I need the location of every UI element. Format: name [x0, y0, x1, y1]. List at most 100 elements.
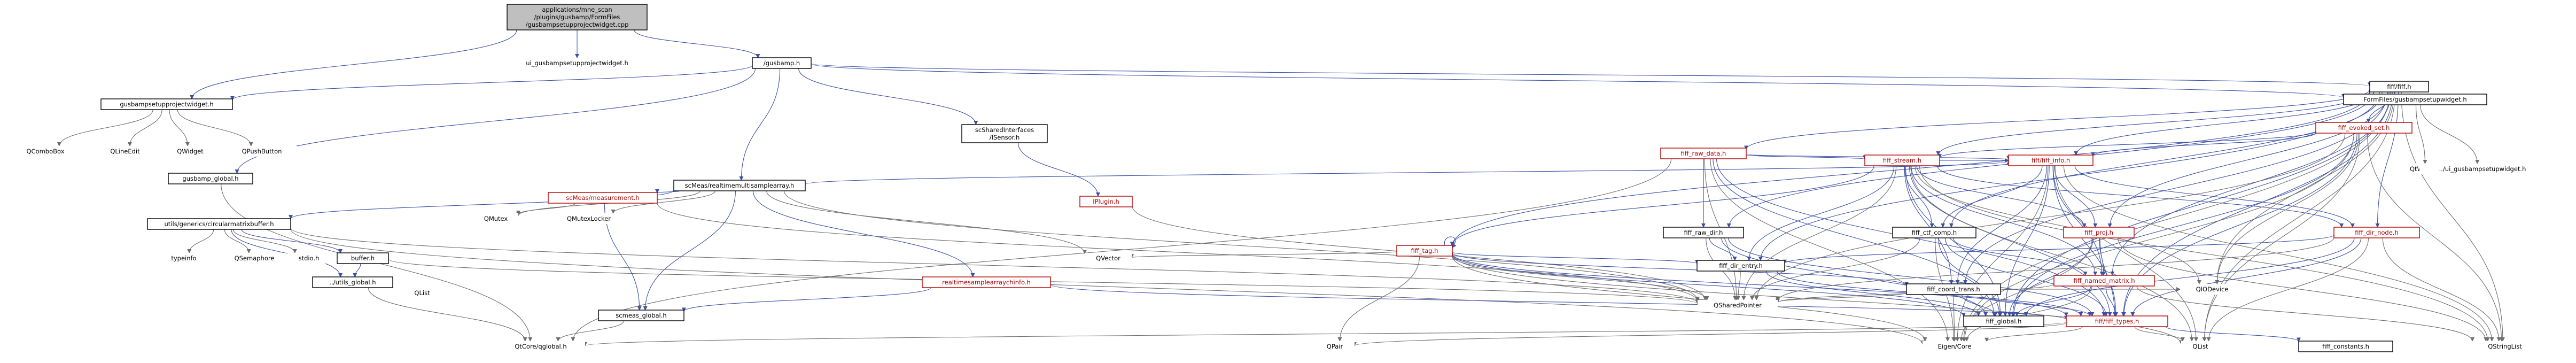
node-label: QPushButton: [242, 148, 282, 155]
node-fiff-ctf-comp-h[interactable]: fiff_ctf_comp.h: [1892, 227, 1976, 238]
node-iplugin-h[interactable]: IPlugin.h: [1079, 196, 1133, 207]
node-qpushbutton[interactable]: QPushButton: [227, 146, 297, 157]
node-measurement-h[interactable]: scMeas/measurement.h: [548, 192, 658, 204]
node-qsharedpointer[interactable]: QSharedPointer: [1698, 300, 1778, 311]
node-label: QPair: [1327, 343, 1343, 350]
edge-fiff-dir-node-h-to-qstringlist: [2382, 237, 2501, 342]
node-qcombobox[interactable]: QComboBox: [14, 146, 77, 157]
edge-fiff-stream-h-to-fiff-dir-node-h: [1937, 165, 2344, 228]
node-qstringlist[interactable]: QStringList: [2469, 341, 2541, 352]
node-box: [598, 310, 684, 321]
edge-fiff-raw-data-h-to-fiff-stream-h: [1746, 155, 1867, 160]
node-box: [2343, 94, 2487, 105]
node-buffer-h[interactable]: buffer.h: [337, 252, 389, 264]
node-box: [752, 57, 812, 69]
node-qmutexlocker[interactable]: QMutexLocker: [552, 213, 625, 224]
node-qlist[interactable]: QList: [2181, 341, 2220, 352]
node-fiff-named-matrix-h[interactable]: fiff_named_matrix.h: [2053, 275, 2155, 287]
edge-fiff-types-h-to-qpair: [1352, 322, 2067, 346]
node-formfiles-setup-h[interactable]: FormFiles/gusbampsetupwidget.h: [2343, 94, 2487, 105]
node-qvector[interactable]: QVector: [1085, 253, 1132, 264]
node-fiff-types-h[interactable]: fiff/fiff_types.h: [2066, 315, 2168, 327]
node-label: QVector: [1096, 254, 1120, 262]
node-qmutex[interactable]: QMutex: [473, 213, 518, 224]
node-label: fiff/fiff.h: [2387, 83, 2411, 90]
node-fiff-info-h[interactable]: fiff/fiff_info.h: [2008, 155, 2094, 166]
edge-fiff-info-h-to-qlist: [2054, 165, 2198, 342]
edge-fiff-dir-entry-h-to-qsharedpointer: [1736, 271, 1741, 300]
node-fiff-raw-dir-h[interactable]: fiff_raw_dir.h: [1663, 227, 1744, 238]
node-qlineedit[interactable]: QLineEdit: [96, 146, 154, 157]
node-box: [287, 253, 330, 264]
node-gusbamp-h[interactable]: /gusbamp.h: [752, 57, 812, 69]
edge-realtimemultisample-h-to-scmeas-global-h: [643, 190, 736, 311]
node-ui-setup-h[interactable]: ../ui_gusbampsetupwidget.h: [2419, 164, 2546, 174]
node-ui-setupproject-h[interactable]: ui_gusbampsetupprojectwidget.h: [505, 58, 649, 68]
node-circularmatrixbuffer-h[interactable]: utils/generics/circularmatrixbuffer.h: [147, 218, 291, 230]
node-realtimesamplearraychinfo-h[interactable]: realtimesamplearraychinfo.h: [922, 276, 1051, 288]
node-qiodevice[interactable]: QIODevice: [2180, 284, 2244, 295]
node-setupproject-widget-h[interactable]: gusbampsetupprojectwidget.h: [100, 98, 233, 110]
node-qwidget[interactable]: QWidget: [165, 146, 215, 157]
node-typeinfo[interactable]: typeinfo: [161, 253, 206, 264]
node-fiff-constants-h[interactable]: fiff_constants.h: [2298, 341, 2393, 352]
node-realtimemultisample-h[interactable]: scMeas/realtimemultisamplearray.h: [673, 180, 806, 191]
node-qpair[interactable]: QPair: [1315, 341, 1355, 352]
node-fiff-stream-h[interactable]: fiff_stream.h: [1864, 155, 1940, 166]
node-box: [100, 98, 233, 110]
node-fiff-dir-node-h[interactable]: fiff_dir_node.h: [2333, 227, 2420, 238]
node-box: [2181, 341, 2220, 352]
node-box: [337, 252, 389, 264]
edge-fiff-dir-node-h-to-fiff-types-h: [2130, 237, 2362, 316]
node-label: QList: [2192, 343, 2208, 350]
edge-fiff-info-h-to-fiff-named-matrix-h: [2052, 165, 2104, 276]
node-box: [473, 213, 518, 224]
node-scsharedinterfaces-h[interactable]: scSharedInterfaces/ISensor.h: [961, 124, 1048, 143]
node-qtcoreglobal-h[interactable]: QtCore/qglobal.h: [496, 341, 585, 352]
edge-circularmatrixbuffer-h-to-typeinfo: [187, 229, 214, 253]
edge-realtimemultisample-h-to-qmutexlocker: [611, 190, 716, 214]
edge-setupproject-widget-h-to-qpushbutton: [177, 109, 253, 146]
node-qlist-small[interactable]: QList: [404, 288, 440, 298]
node-fiff-raw-data-h[interactable]: fiff_raw_data.h: [1660, 148, 1747, 159]
edge-realtimemultisample-h-to-qvector: [766, 190, 1087, 254]
node-fiff-coord-trans-h[interactable]: fiff_coord_trans.h: [1906, 283, 2001, 295]
edge-fiff-raw-data-h-to-eigen-core: [1710, 158, 1950, 342]
node-label: gusbamp_global.h: [182, 175, 238, 182]
node-stdio-h[interactable]: stdio.h: [287, 253, 330, 264]
node-label: FormFiles/gusbampsetupwidget.h: [2363, 96, 2466, 103]
node-box: [2419, 164, 2546, 174]
edge-fiff-info-h-to-qstringlist: [2063, 165, 2494, 342]
edge-fiff-stream-h-to-qlist: [1910, 165, 2194, 342]
edge-circularmatrixbuffer-h-to-buffer-h: [241, 229, 343, 253]
node-box: [1696, 260, 1785, 272]
node-qsemaphore[interactable]: QSemaphore: [222, 253, 286, 264]
edge-fiff-ctf-comp-h-to-qsharedpointer: [1750, 237, 1920, 300]
node-fiff-dir-entry-h[interactable]: fiff_dir_entry.h: [1696, 260, 1785, 272]
node-eigen-core[interactable]: Eigen/Core: [1923, 341, 1987, 352]
edge-fiff-dir-node-h-to-qlist: [2206, 237, 2369, 342]
node-fiff-h[interactable]: fiff/fiff.h: [2369, 81, 2429, 92]
edge-fiff-tag-h-to-fiff-coord-trans-h: [1452, 252, 1909, 287]
node-label: scMeas/measurement.h: [566, 194, 639, 202]
node-fiff-evoked-set-h[interactable]: fiff_evoked_set.h: [2315, 122, 2412, 134]
node-utils-global-h[interactable]: ../utils_global.h: [312, 276, 393, 288]
node-root[interactable]: applications/mne_scan/plugins/gusbamp/Fo…: [507, 4, 648, 30]
node-fiff-proj-h[interactable]: fiff_proj.h: [2063, 227, 2135, 238]
node-gusbamp-global-h[interactable]: gusbamp_global.h: [168, 173, 253, 184]
node-box: [2298, 341, 2393, 352]
node-fiff-tag-h[interactable]: fiff_tag.h: [1396, 245, 1453, 257]
edge-fiff-raw-dir-h-to-fiff-global-h: [1721, 237, 1988, 316]
edge-fiff-stream-h-to-fiff-coord-trans-h: [1904, 165, 1954, 284]
node-scmeas-global-h[interactable]: scmeas_global.h: [598, 310, 684, 321]
node-box: [404, 288, 440, 298]
node-box: [2053, 275, 2155, 287]
node-label: IPlugin.h: [1093, 198, 1119, 205]
node-fiff-global-h[interactable]: fiff_global.h: [1963, 315, 2044, 327]
node-label: QMutexLocker: [567, 215, 611, 222]
node-label: ui_gusbampsetupprojectwidget.h: [526, 59, 628, 67]
edge-fiff-tag-h-to-fiff-types-h: [1452, 253, 2068, 317]
node-label: fiff_stream.h: [1883, 157, 1921, 164]
node-label: Eigen/Core: [1938, 343, 1972, 350]
node-label: fiff_dir_node.h: [2355, 229, 2399, 236]
